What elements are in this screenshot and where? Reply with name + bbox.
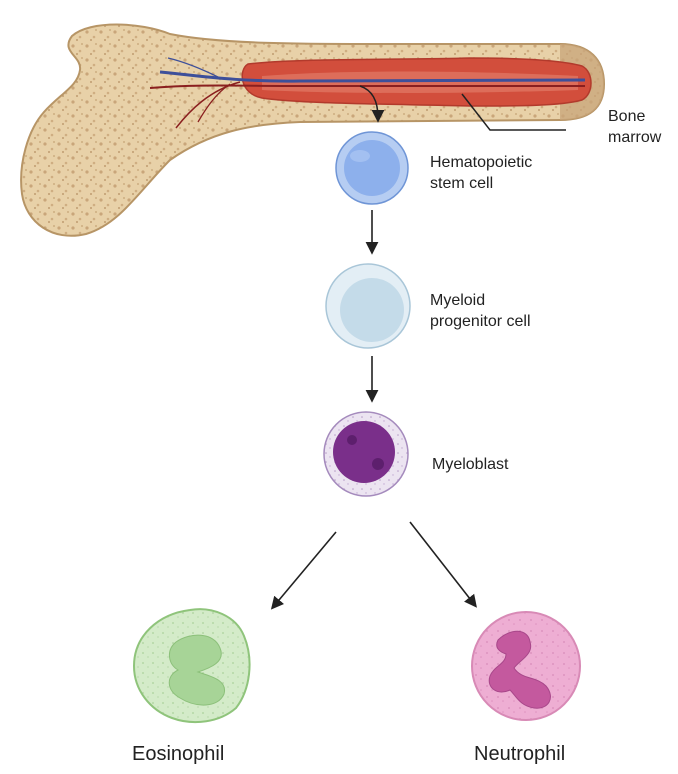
arrow-to-neutrophil: [410, 522, 474, 604]
myeloid-progenitor-cell: [326, 264, 410, 348]
myeloid-label-line1: Myeloid: [430, 290, 531, 311]
myeloblast-cell: [324, 412, 408, 496]
myeloblast-label: Myeloblast: [432, 454, 508, 475]
arrow-to-eosinophil: [274, 532, 336, 606]
bone-marrow-label-line1: Bone: [608, 106, 676, 127]
myeloid-label-line2: progenitor cell: [430, 311, 531, 332]
hsc-label-line1: Hematopoietic: [430, 152, 532, 173]
myeloid-label: Myeloid progenitor cell: [430, 290, 531, 332]
hsc-label-line2: stem cell: [430, 173, 532, 194]
neutrophil-label: Neutrophil: [474, 742, 565, 766]
bone-marrow-label: Bone marrow: [608, 106, 676, 148]
hematopoietic-stem-cell: [336, 132, 408, 204]
eosinophil-cell: [134, 609, 250, 722]
eosinophil-label: Eosinophil: [132, 742, 224, 766]
neutrophil-cell: [472, 612, 580, 720]
hsc-label: Hematopoietic stem cell: [430, 152, 532, 194]
bone-marrow-label-line2: marrow: [608, 127, 676, 148]
